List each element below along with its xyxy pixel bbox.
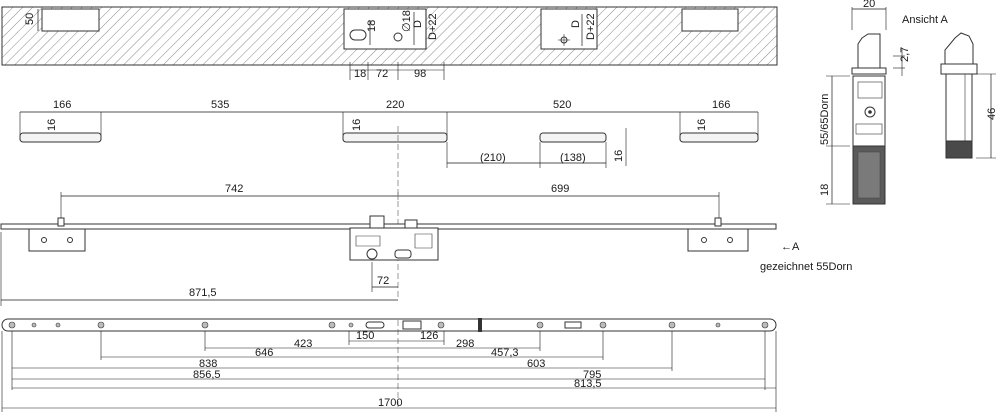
dim-D22: D+22 (427, 13, 439, 40)
dim-18-side: 18 (819, 184, 831, 196)
view-arrow-label: ←A (781, 241, 800, 253)
dim-210: (210) (480, 152, 506, 164)
dim-16-a: 16 (46, 119, 58, 131)
dim-16-c: 16 (696, 119, 708, 131)
striker-plate-right (679, 132, 759, 143)
dim-18-horizontal: 18 (354, 68, 366, 80)
dim-18-vertical: 18 (366, 20, 378, 32)
dim-838: 838 (199, 358, 217, 370)
dim-98-horizontal: 98 (414, 68, 426, 80)
dim-457-3: 457,3 (491, 347, 519, 359)
dim-220: 220 (386, 99, 404, 111)
dim-D: D (412, 20, 424, 28)
cutout-far-right (681, 8, 739, 32)
striker-plate-offset (539, 132, 607, 143)
dim-D22-right: D+22 (585, 13, 597, 40)
dim-795: 795 (583, 369, 601, 381)
dim-298: 298 (456, 338, 474, 350)
round-hole (393, 32, 403, 42)
dim-871-5: 871,5 (189, 287, 217, 299)
drawing-note: gezeichnet 55Dorn (760, 261, 852, 273)
dim-16-b: 16 (351, 119, 363, 131)
cutout-left (41, 8, 100, 32)
dim-138: (138) (560, 152, 586, 164)
dim-423: 423 (294, 338, 312, 350)
dim-16-d: 16 (613, 150, 625, 162)
dim-535: 535 (211, 99, 229, 111)
view-a-latch (944, 32, 974, 65)
dim-150: 150 (356, 330, 374, 342)
striker-plate-center (342, 132, 448, 143)
dim-813-5: 813,5 (574, 378, 602, 390)
dim-742: 742 (225, 183, 243, 195)
dim-603: 603 (527, 358, 545, 370)
dim-1700: 1700 (378, 397, 402, 409)
bottom-bar-section: 150 126 423 298 646 457,3 838 603 856,5 … (1, 318, 777, 412)
bolt-housing-right (687, 228, 749, 252)
main-lock-case (349, 215, 439, 261)
dim-20: 20 (863, 0, 875, 10)
dim-55-65-dorn: 55/65Dorn (819, 94, 831, 145)
dim-diameter-18: ∅18 (401, 10, 413, 32)
cutout-right (540, 8, 598, 50)
slot-hole (349, 29, 367, 41)
cutout-center (343, 8, 427, 50)
side-view-section: 20 Ansicht A 2,7 46 55/65Dorn 18 (819, 0, 998, 205)
lock-bar-section: 742 699 ←A gezeichnet 55Dorn 72 871,5 (0, 183, 852, 306)
dim-166-right: 166 (712, 99, 730, 111)
strikers-section: 166 535 220 520 166 16 16 16 (210) (138)… (19, 99, 759, 200)
dim-2-7: 2,7 (899, 47, 911, 62)
dim-699: 699 (551, 183, 569, 195)
dim-166-left: 166 (53, 99, 71, 111)
dim-126: 126 (420, 330, 438, 342)
flat-bar (1, 318, 777, 332)
frame-profile-section: 50 18 ∅18 D D+22 D D+22 18 72 98 (1, 6, 778, 80)
bolt-housing-left (28, 228, 86, 252)
latch-top (857, 33, 881, 71)
striker-plate-left (19, 132, 102, 143)
dim-46: 46 (986, 108, 998, 120)
dim-520: 520 (553, 99, 571, 111)
dim-856-5: 856,5 (193, 369, 221, 381)
dim-50: 50 (24, 13, 36, 25)
dim-72-horizontal: 72 (376, 68, 388, 80)
dim-D-right: D (570, 20, 582, 28)
view-title: Ansicht A (902, 14, 949, 26)
dim-646: 646 (255, 347, 273, 359)
dim-72-lock: 72 (377, 275, 389, 287)
